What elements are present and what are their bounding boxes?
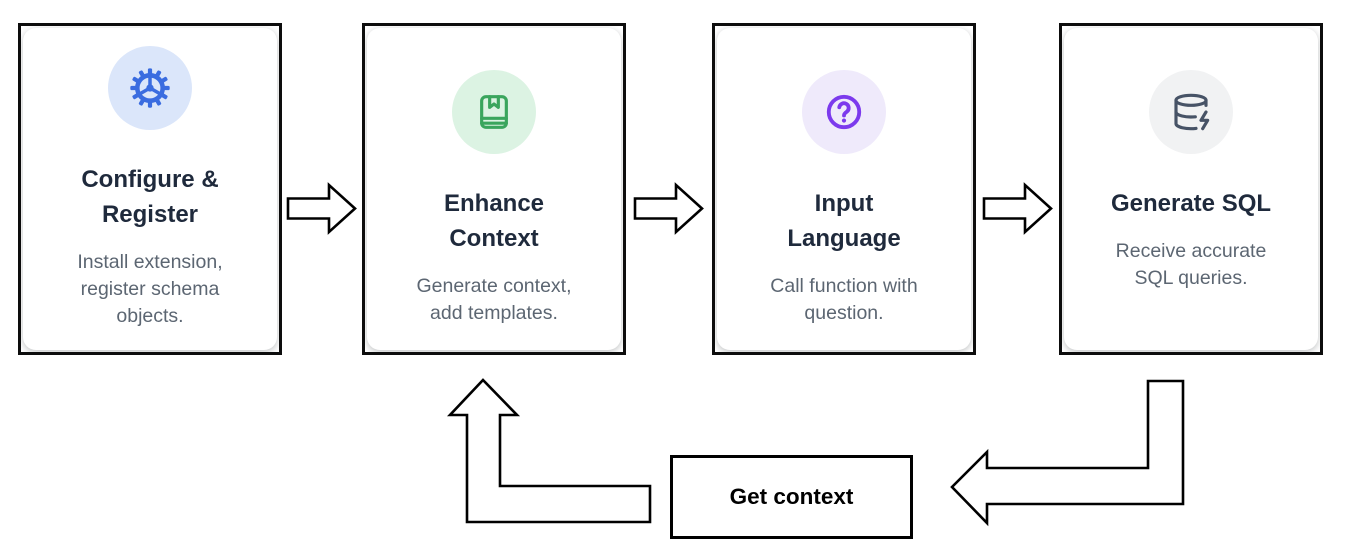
card-configure-register-body: Configure & Register Install extension, … — [23, 28, 277, 350]
help-circle-icon — [826, 94, 862, 130]
get-context-label: Get context — [729, 484, 854, 509]
arrow-right-1-icon — [286, 182, 357, 235]
card-description: Call function with question. — [770, 275, 918, 324]
card-title: Input Language — [787, 190, 901, 252]
card-generate-sql: Generate SQL Receive accurate SQL querie… — [1059, 23, 1323, 355]
card-enhance-context-body: Enhance Context Generate context, add te… — [367, 28, 621, 350]
feedback-up-arrow-icon — [446, 378, 652, 524]
card-description: Generate context, add templates. — [416, 275, 572, 324]
icon-circle-blue — [108, 46, 192, 130]
arrow-right-2-icon — [633, 182, 704, 235]
icon-circle-green — [452, 70, 536, 154]
card-input-language-body: Input Language Call function with questi… — [717, 28, 971, 350]
icon-circle-gray — [1149, 70, 1233, 154]
card-input-language: Input Language Call function with questi… — [712, 23, 976, 355]
database-zap-icon — [1174, 93, 1210, 131]
card-title: Enhance Context — [443, 190, 545, 252]
card-enhance-context: Enhance Context Generate context, add te… — [362, 23, 626, 355]
card-title: Generate SQL — [1110, 190, 1272, 217]
card-generate-sql-body: Generate SQL Receive accurate SQL querie… — [1064, 28, 1318, 350]
feedback-left-arrow-icon — [950, 379, 1185, 527]
gear-icon — [130, 68, 170, 108]
icon-circle-purple — [802, 70, 886, 154]
card-description: Install extension, register schema objec… — [77, 251, 223, 327]
book-icon — [480, 95, 508, 129]
card-title: Configure & Register — [81, 166, 219, 228]
get-context-box: Get context — [670, 455, 913, 539]
card-configure-register: Configure & Register Install extension, … — [18, 23, 282, 355]
arrow-right-3-icon — [982, 182, 1053, 235]
card-description: Receive accurate SQL queries. — [1115, 240, 1267, 289]
